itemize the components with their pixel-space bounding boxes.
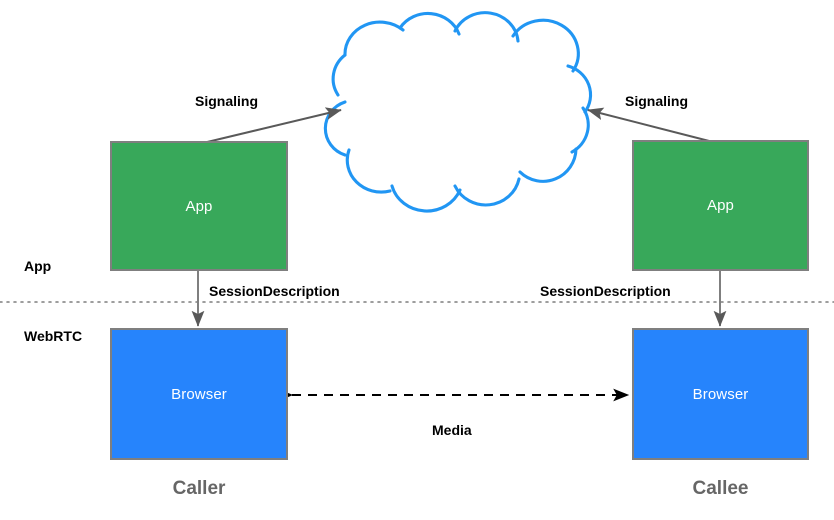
- node-callee-browser-label: Browser: [692, 385, 749, 403]
- node-caller-app-label: App: [185, 197, 213, 215]
- node-caller-app[interactable]: App: [110, 141, 288, 271]
- role-label-callee: Callee: [692, 478, 749, 499]
- edge-label-media: Media: [432, 422, 472, 438]
- layer-label-app: App: [24, 258, 52, 274]
- node-callee-app[interactable]: App: [632, 140, 809, 271]
- edge-label-callee-session-description: SessionDescription: [540, 283, 671, 299]
- signaling-cloud-icon: [323, 11, 593, 213]
- edge-label-callee-signaling: Signaling: [625, 93, 688, 109]
- node-callee-app-label: App: [707, 197, 734, 214]
- layer-label-webrtc: WebRTC: [24, 328, 83, 344]
- role-label-caller: Caller: [172, 478, 226, 499]
- edge-label-caller-session-description: SessionDescription: [209, 283, 340, 299]
- node-caller-browser-label: Browser: [171, 385, 227, 403]
- node-callee-browser[interactable]: Browser: [632, 328, 809, 460]
- edge-callee-signaling-arrow: [587, 107, 718, 144]
- edge-caller-signaling-arrow: [202, 107, 342, 144]
- edge-label-caller-signaling: Signaling: [195, 93, 258, 109]
- node-caller-browser[interactable]: Browser: [110, 328, 288, 460]
